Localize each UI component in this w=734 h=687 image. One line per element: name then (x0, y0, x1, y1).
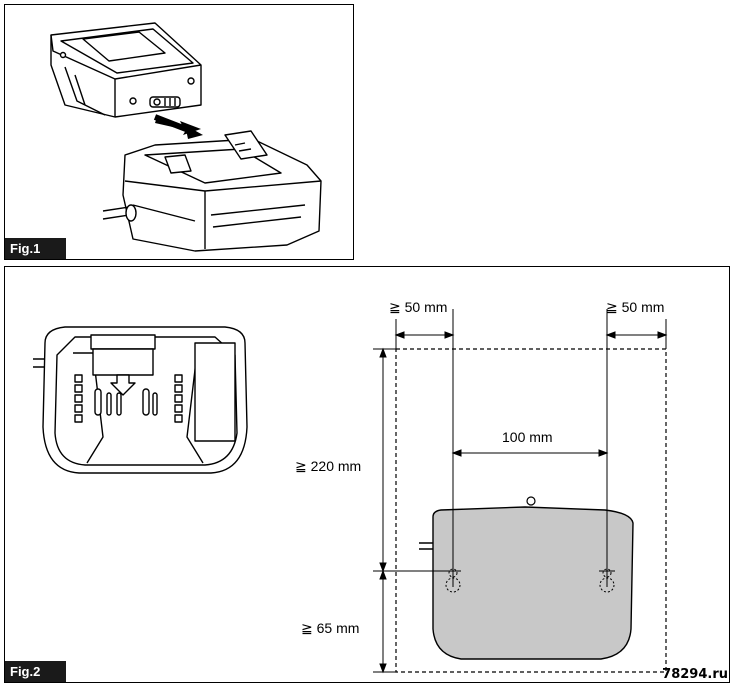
hole-center-lines (445, 309, 615, 587)
charger-unit (102, 130, 322, 252)
charger-rear-silhouette (419, 496, 634, 660)
hole-spacing-label: 100 mm (502, 429, 553, 445)
mounting-diagram: ≧ 50 mm ≧ 50 mm 100 mm ≧ 220 mm ≧ 65 mm (33, 299, 668, 674)
hole-spacing-dimension (451, 449, 609, 457)
figure-1-panel: Fig.1 (4, 4, 354, 260)
watermark-text: 78294.ru (662, 667, 728, 682)
clearance-area-outline (395, 348, 667, 673)
left-clearance-label: ≧ 50 mm (389, 299, 447, 315)
figure-label: Fig.2 (5, 661, 67, 682)
vertical-clearance-dimensions (373, 347, 445, 674)
figure-label: Fig.1 (5, 238, 67, 259)
battery-pack (50, 22, 202, 118)
charger-top-view (33, 326, 248, 474)
battery-insertion-illustration (50, 22, 322, 252)
top-clearance-label: ≧ 220 mm (295, 458, 361, 474)
insertion-arrow-icon (153, 114, 203, 139)
figure-2-panel: ≧ 50 mm ≧ 50 mm 100 mm ≧ 220 mm ≧ 65 mm … (4, 266, 730, 683)
right-clearance-label: ≧ 50 mm (606, 299, 664, 315)
bottom-clearance-label: ≧ 65 mm (301, 620, 359, 636)
side-clearance-dimensions (394, 319, 668, 349)
